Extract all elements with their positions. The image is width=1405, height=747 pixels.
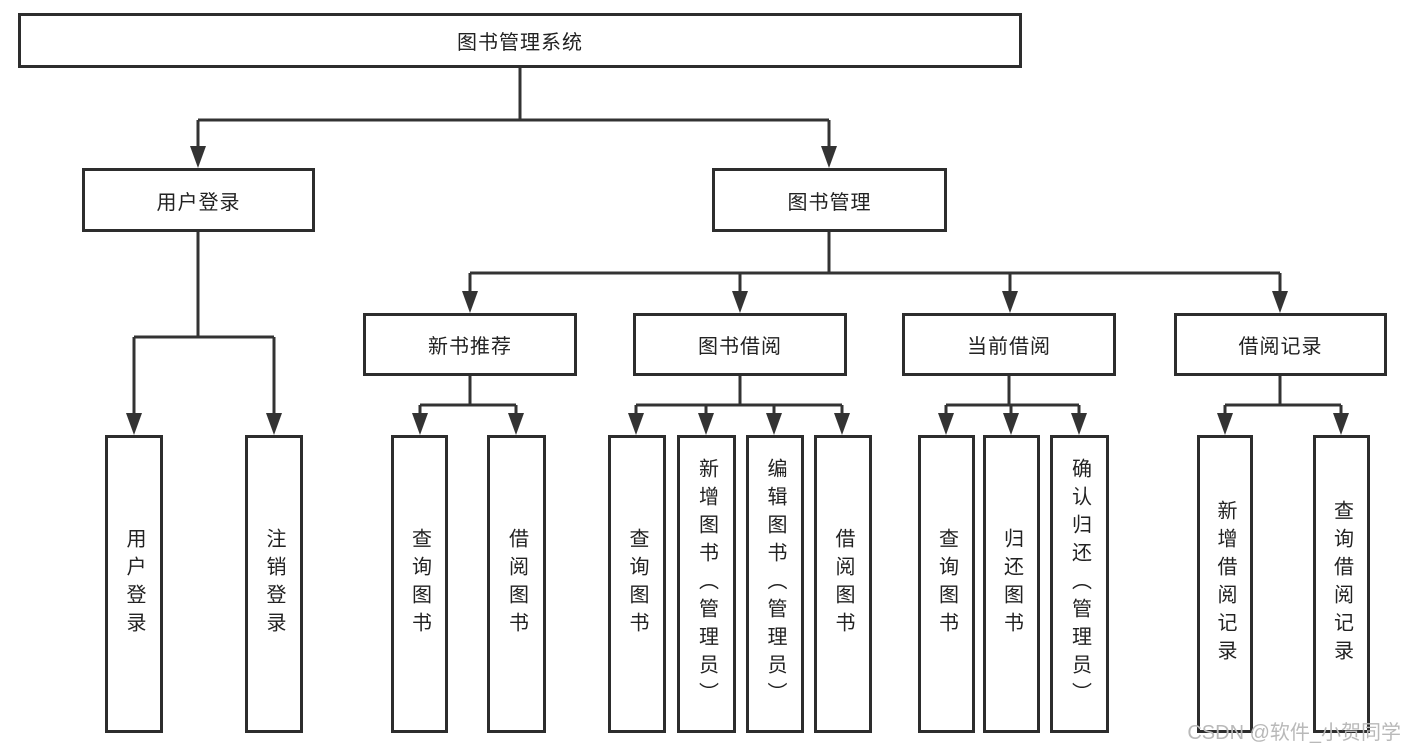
leaf-user-login-label: 用户登录 xyxy=(123,528,145,640)
leaf-cb-return-books: 归还图书 xyxy=(983,435,1040,733)
connector-user-login-children xyxy=(126,232,282,435)
leaf-rec-query-books: 查询图书 xyxy=(391,435,448,733)
leaf-cb-return-books-label: 归还图书 xyxy=(1000,528,1023,640)
leaf-rec-borrow-books-label: 借阅图书 xyxy=(505,528,528,640)
node-borrow-records: 借阅记录 xyxy=(1174,313,1387,376)
connector-book-mgmt-children xyxy=(462,232,1288,313)
node-root: 图书管理系统 xyxy=(18,13,1022,68)
leaf-cb-confirm-return-admin-label: 确认归还（管理员） xyxy=(1068,458,1091,710)
node-user-login-label: 用户登录 xyxy=(156,191,241,214)
connector-new-rec-children xyxy=(412,376,524,435)
leaf-cb-confirm-return-admin: 确认归还（管理员） xyxy=(1050,435,1109,733)
leaf-br-query-record: 查询借阅记录 xyxy=(1313,435,1370,733)
leaf-bb-edit-books-admin-label: 编辑图书（管理员） xyxy=(764,458,786,710)
node-root-label: 图书管理系统 xyxy=(457,32,583,54)
node-user-login: 用户登录 xyxy=(82,168,315,232)
node-current-borrow-label: 当前借阅 xyxy=(967,336,1051,358)
connector-borrow-rec-children xyxy=(1217,376,1349,435)
connector-root-to-level2 xyxy=(190,68,837,168)
leaf-bb-edit-books-admin: 编辑图书（管理员） xyxy=(746,435,804,733)
node-new-book-recommend: 新书推荐 xyxy=(363,313,577,376)
leaf-bb-borrow-books: 借阅图书 xyxy=(814,435,872,733)
node-book-borrow-label: 图书借阅 xyxy=(698,336,782,358)
leaf-logout-label: 注销登录 xyxy=(263,528,285,640)
leaf-bb-add-books-admin: 新增图书（管理员） xyxy=(677,435,736,733)
leaf-br-query-record-label: 查询借阅记录 xyxy=(1330,500,1353,668)
leaf-rec-query-books-label: 查询图书 xyxy=(408,528,431,640)
connector-book-borrow-children xyxy=(628,376,850,435)
leaf-br-add-record: 新增借阅记录 xyxy=(1197,435,1253,733)
leaf-bb-query-books-label: 查询图书 xyxy=(626,528,648,640)
node-current-borrow: 当前借阅 xyxy=(902,313,1116,376)
node-book-borrow: 图书借阅 xyxy=(633,313,847,376)
node-new-book-recommend-label: 新书推荐 xyxy=(428,336,512,358)
leaf-bb-query-books: 查询图书 xyxy=(608,435,666,733)
leaf-br-add-record-label: 新增借阅记录 xyxy=(1214,500,1236,668)
leaf-user-login: 用户登录 xyxy=(105,435,163,733)
leaf-cb-query-books-label: 查询图书 xyxy=(935,528,958,640)
node-borrow-records-label: 借阅记录 xyxy=(1238,336,1323,358)
node-book-management: 图书管理 xyxy=(712,168,947,232)
leaf-rec-borrow-books: 借阅图书 xyxy=(487,435,546,733)
leaf-bb-borrow-books-label: 借阅图书 xyxy=(832,528,854,640)
csdn-watermark: CSDN @软件_小贺同学 xyxy=(1187,722,1401,744)
node-book-management-label: 图书管理 xyxy=(787,191,872,214)
leaf-logout: 注销登录 xyxy=(245,435,303,733)
leaf-cb-query-books: 查询图书 xyxy=(918,435,975,733)
leaf-bb-add-books-admin-label: 新增图书（管理员） xyxy=(695,458,718,710)
connector-cur-borrow-children xyxy=(938,376,1087,435)
